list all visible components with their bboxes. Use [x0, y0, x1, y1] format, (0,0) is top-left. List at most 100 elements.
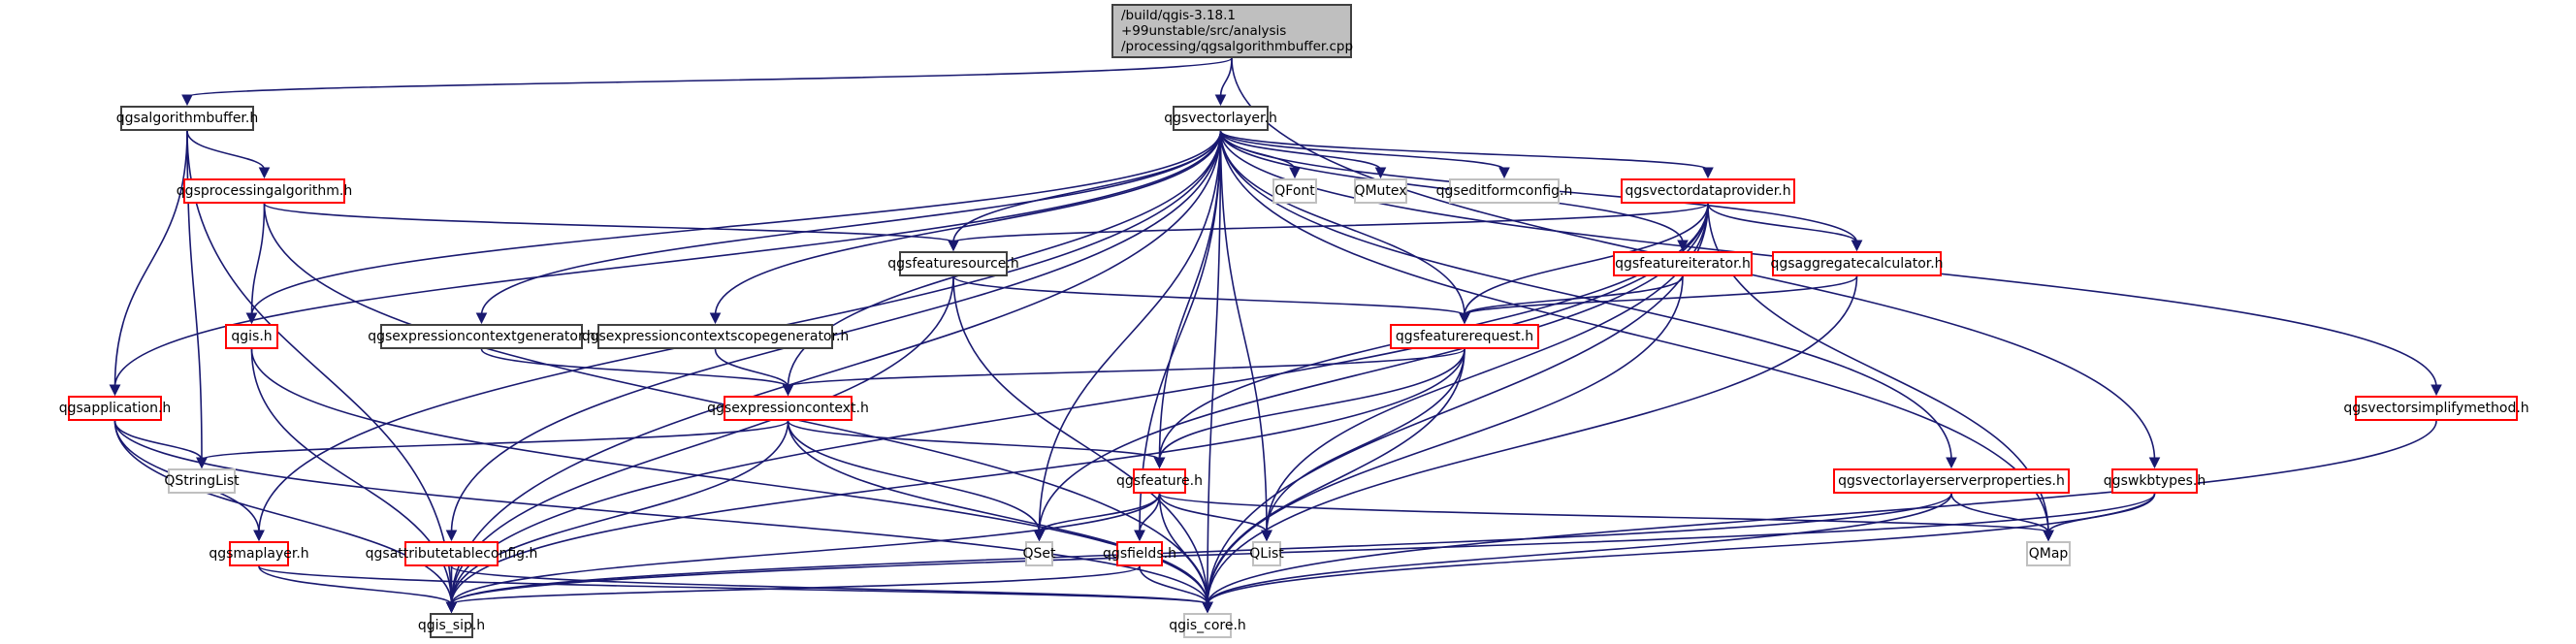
arrowhead-qgsaggregatecalculator	[1851, 240, 1863, 252]
edge-qgswkbtypes-to-qmap	[2047, 493, 2156, 533]
node-qgis[interactable]: qgis.h	[225, 324, 278, 349]
edge-qgsexpressioncontext-to-qgsfeature	[787, 420, 1161, 461]
edge-qgsvectorlayer-to-qgis_core	[1207, 130, 1222, 605]
arrowhead-qgis	[245, 312, 258, 325]
node-qset[interactable]: QSet	[1022, 541, 1056, 566]
node-qgswkbtypes[interactable]: qgswkbtypes.h	[2104, 468, 2206, 494]
node-label: qgsaggregatecalculator.h	[1770, 256, 1944, 272]
edge-root-to-qgsalgorithmbuffer	[186, 57, 1233, 98]
edge-qgsmaplayer-to-qgis_sip	[258, 565, 453, 605]
edge-qgsfields-to-qgis_sip	[450, 565, 1141, 605]
edge-qgsfeatureiterator-to-qgis_core	[1207, 275, 1684, 605]
node-qgsattributetableconfig[interactable]: qgsattributetableconfig.h	[366, 541, 537, 566]
edge-qgsfeaturerequest-to-qgsexpressioncontext	[787, 348, 1465, 388]
node-qgsalgorithmbuffer[interactable]: qgsalgorithmbuffer.h	[116, 106, 258, 131]
node-label: QMutex	[1354, 183, 1407, 199]
node-qgsfields[interactable]: qgsfields.h	[1103, 541, 1176, 566]
arrowhead-qgsexpressioncontextscopegenerator	[709, 312, 722, 325]
root-path-line-1: /build/qgis-3.18.1	[1121, 8, 1237, 23]
node-qgsmaplayer[interactable]: qgsmaplayer.h	[209, 541, 309, 566]
node-label: qgseditformconfig.h	[1435, 183, 1573, 199]
node-qgsfeaturerequest[interactable]: qgsfeaturerequest.h	[1390, 324, 1539, 349]
node-qlist[interactable]: QList	[1249, 541, 1284, 566]
node-qgsfeatureiterator[interactable]: qgsfeatureiterator.h	[1613, 251, 1753, 276]
node-label: qgis_core.h	[1169, 618, 1246, 633]
node-qgsvectorlayer[interactable]: qgsvectorlayer.h	[1164, 106, 1277, 131]
edge-qgsfeaturerequest-to-qgis_core	[1207, 348, 1465, 605]
arrowhead-qgsattributetableconfig	[445, 530, 458, 542]
edge-qgsprocessingalgorithm-to-qgsfeaturesource	[263, 203, 954, 243]
arrowhead-qgsfeaturerequest	[1459, 312, 1470, 325]
edge-qgsvectorlayerserverproperties-to-qgis_core	[1207, 493, 1952, 605]
edge-qgsvectordataprovider-to-qgsfeaturerequest	[1464, 203, 1709, 316]
arrowhead-qgsapplication	[109, 384, 121, 397]
edge-qgsfeaturerequest-to-qlist	[1266, 348, 1465, 533]
node-qgsexpressioncontextgenerator[interactable]: qgsexpressioncontextgenerator.h	[368, 324, 596, 349]
edge-root-to-qgsvectorlayer	[1219, 57, 1233, 98]
node-label: qgsmaplayer.h	[209, 546, 309, 562]
root-path-line-2: +99unstable/src/analysis	[1121, 23, 1287, 39]
arrowhead-qfont	[1289, 167, 1301, 179]
node-qgsprocessingalgorithm[interactable]: qgsprocessingalgorithm.h	[177, 178, 352, 204]
edge-qgsvectorlayer-to-qgsapplication	[113, 130, 1222, 388]
edge-qgsexpressioncontext-to-qgis_core	[787, 420, 1208, 605]
node-qgsexpressioncontext[interactable]: qgsexpressioncontext.h	[707, 396, 869, 421]
edge-qgsvectorlayer-to-qgsvectordataprovider	[1219, 130, 1709, 171]
node-qgsvectordataprovider[interactable]: qgsvectordataprovider.h	[1621, 178, 1795, 204]
node-qgsfeaturesource[interactable]: qgsfeaturesource.h	[887, 251, 1019, 276]
node-label: qgsfields.h	[1103, 546, 1176, 562]
edge-qgsexpressioncontextgenerator-to-qgsexpressioncontext	[480, 348, 789, 388]
node-qmap[interactable]: QMap	[2026, 541, 2071, 566]
node-qgis-core[interactable]: qgis_core.h	[1169, 613, 1246, 638]
edge-qgsvectorlayer-to-qgsfeaturesource	[952, 130, 1222, 243]
node-label: qgsvectorlayerserverproperties.h	[1838, 473, 2065, 489]
node-label: qgsvectordataprovider.h	[1625, 183, 1791, 199]
edge-qgsfeature-to-qlist	[1158, 493, 1268, 533]
node-label: qgis.h	[231, 329, 273, 344]
node-qgsvectorlayerserverproperties[interactable]: qgsvectorlayerserverproperties.h	[1833, 468, 2070, 494]
arrowhead-qgsprocessingalgorithm	[258, 167, 271, 179]
node-label: qgsexpressioncontextgenerator.h	[368, 329, 596, 344]
arrowhead-qgsexpressioncontext	[782, 384, 794, 397]
node-qgsfeature[interactable]: qgsfeature.h	[1116, 468, 1203, 494]
node-qgis-sip[interactable]: qgis_sip.h	[418, 613, 485, 638]
edge-qgsvectordataprovider-to-qgsfeaturesource	[952, 203, 1709, 243]
edge-qgis-to-qgis_core	[250, 348, 1208, 605]
node-root-file[interactable]: /build/qgis-3.18.1 +99unstable/src/analy…	[1111, 4, 1353, 58]
node-qstringlist[interactable]: QStringList	[164, 468, 240, 494]
edge-qgsvectorlayer-to-qgsexpressioncontextscopegenerator	[714, 130, 1222, 316]
edge-qgsexpressioncontextscopegenerator-to-qgsexpressioncontext	[714, 348, 789, 388]
edge-qgsfields-to-qgis_core	[1139, 565, 1208, 605]
edge-qgsvectorlayerserverproperties-to-qmap	[1950, 493, 2049, 533]
node-qgseditformconfig[interactable]: qgseditformconfig.h	[1436, 178, 1572, 204]
node-label: qgsvectorlayer.h	[1164, 111, 1277, 126]
edge-qgsvectordataprovider-to-qgis_sip	[450, 203, 1709, 605]
edge-qgsexpressioncontext-to-qset	[787, 420, 1041, 533]
edge-qgsvectorlayer-to-qgis_sip	[450, 130, 1222, 605]
node-qmutex[interactable]: QMutex	[1354, 178, 1407, 204]
node-label: QSet	[1022, 546, 1056, 562]
node-qgsvectorsimplifymethod[interactable]: qgsvectorsimplifymethod.h	[2343, 396, 2529, 421]
edge-qgsfeature-to-qmap	[1158, 493, 2049, 533]
edge-qgsvectorlayer-to-qgseditformconfig	[1219, 130, 1505, 171]
edge-qgsapplication-to-qstringlist	[113, 420, 203, 461]
node-label: qgsfeaturerequest.h	[1395, 329, 1534, 344]
node-qfont[interactable]: QFont	[1272, 178, 1317, 204]
node-qgsaggregatecalculator[interactable]: qgsaggregatecalculator.h	[1770, 251, 1944, 276]
arrowhead-qgsvectorlayerserverproperties	[1946, 457, 1957, 469]
edge-qgsfeature-to-qset	[1038, 493, 1161, 533]
node-qgsapplication[interactable]: qgsapplication.h	[59, 396, 171, 421]
edge-qgswkbtypes-to-qgis_core	[1207, 493, 2156, 605]
edge-qgsalgorithmbuffer-to-qgis_sip	[186, 130, 453, 605]
node-label: qgsattributetableconfig.h	[365, 546, 538, 562]
arrowhead-qgsvectorlayer	[1214, 94, 1227, 107]
edge-qgsapplication-to-qgis_core	[113, 420, 1208, 605]
edge-qgsvectorlayer-to-qgsattributetableconfig	[450, 130, 1222, 533]
edge-qgsvectorlayer-to-qgsexpressioncontextgenerator	[480, 130, 1222, 316]
edge-qgsvectorlayer-to-qmap	[1219, 130, 2049, 533]
node-qgsexpressioncontextscopegenerator[interactable]: qgsexpressioncontextscopegenerator.h	[582, 324, 849, 349]
edge-qgsfeature-to-qgis_sip	[450, 493, 1161, 605]
edge-qgsvectorsimplifymethod-to-qgis_core	[1207, 420, 2437, 605]
